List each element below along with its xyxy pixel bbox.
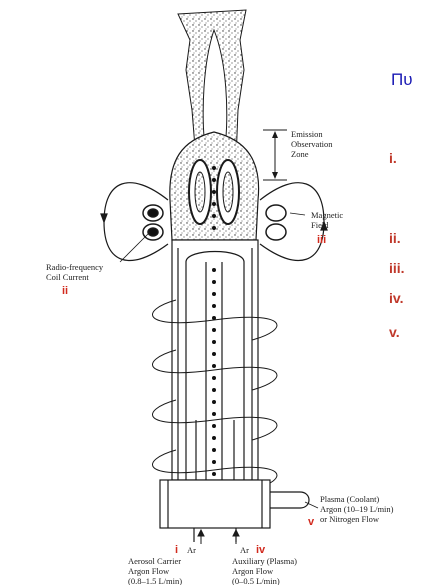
side-item-iv: iv.	[389, 290, 404, 306]
magnetic-field-label-1: Magnetic	[311, 210, 343, 220]
plasma-gas-label-2: Argon (10–19 L/min)	[320, 504, 394, 514]
marker-ii: ii	[62, 285, 68, 297]
magnetic-field-label-2: Field	[311, 220, 329, 230]
side-item-i: i.	[389, 150, 397, 166]
marker-v: v	[308, 516, 315, 528]
aerosol-label-1: Aerosol Carrier	[128, 556, 181, 566]
rf-coil-label-1: Radio-frequency	[46, 262, 104, 272]
ar-left-label: Ar	[187, 545, 196, 555]
marker-iv: iv	[256, 544, 266, 556]
auxiliary-label-2: Argon Flow	[232, 566, 274, 576]
side-panel-title: Πυ	[391, 70, 413, 90]
plasma-gas-label-3: or Nitrogen Flow	[320, 514, 380, 524]
marker-i: i	[175, 544, 178, 556]
auxiliary-label-1: Auxiliary (Plasma)	[232, 556, 297, 566]
plasma-core	[170, 132, 259, 240]
rf-coil-label-2: Coil Current	[46, 272, 89, 282]
zone-label-1: Emission	[291, 129, 323, 139]
aerosol-label-3: (0.8–1.5 L/min)	[128, 576, 182, 585]
auxiliary-label-3: (0–0.5 L/min)	[232, 576, 280, 585]
zone-label-2: Observation	[291, 139, 333, 149]
argon-inlets	[198, 530, 239, 544]
aerosol-label-2: Argon Flow	[128, 566, 170, 576]
marker-iii: iii	[317, 234, 326, 246]
side-item-iii: iii.	[389, 260, 405, 276]
zone-label-3: Zone	[291, 149, 309, 159]
plasma-gas-label-1: Plasma (Coolant)	[320, 494, 379, 504]
observation-zone-marker	[263, 130, 287, 180]
side-item-v: v.	[389, 324, 400, 340]
ar-right-label: Ar	[240, 545, 249, 555]
side-item-ii: ii.	[389, 230, 401, 246]
